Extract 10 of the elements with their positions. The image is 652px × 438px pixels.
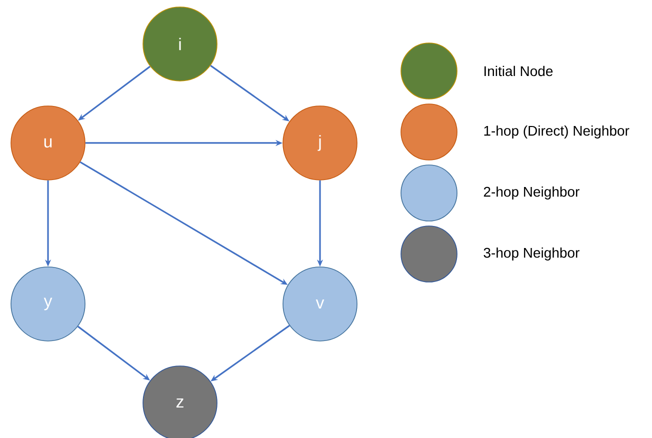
legend-label: Initial Node: [484, 66, 553, 76]
legend-label: 3-hop Neighbor: [484, 247, 580, 260]
graph-node: v: [282, 266, 358, 342]
legend-label: 2-hop Neighbor: [484, 186, 580, 200]
graph-node: i: [142, 6, 218, 82]
graph-node: j: [282, 106, 358, 180]
legend-label: 1-hop (Direct) Neighbor: [484, 125, 630, 138]
graph-node: z: [142, 366, 218, 438]
graph-node: y: [10, 266, 86, 342]
graph-node: u: [10, 106, 86, 180]
